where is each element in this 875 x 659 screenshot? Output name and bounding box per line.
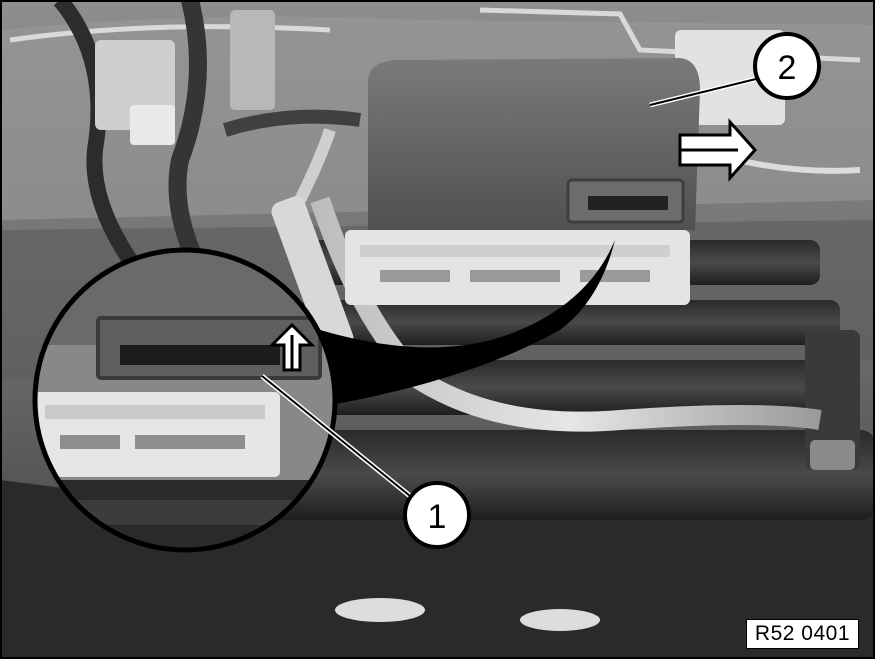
control-module xyxy=(345,58,700,305)
magnifier-circle xyxy=(32,247,338,553)
callout-2: 2 xyxy=(753,32,821,100)
direction-arrow-up-icon xyxy=(268,322,316,372)
callout-1: 1 xyxy=(403,481,471,549)
direction-arrow-right-icon xyxy=(678,118,758,182)
callout-2-number: 2 xyxy=(778,49,797,87)
leader-line-1-core xyxy=(261,375,416,501)
leader-line-2-core xyxy=(649,77,761,106)
figure-reference-code: R52 0401 xyxy=(745,619,859,649)
magnifier-pointer xyxy=(320,240,615,405)
callout-1-number: 1 xyxy=(428,498,447,536)
magnified-inset xyxy=(35,250,335,550)
